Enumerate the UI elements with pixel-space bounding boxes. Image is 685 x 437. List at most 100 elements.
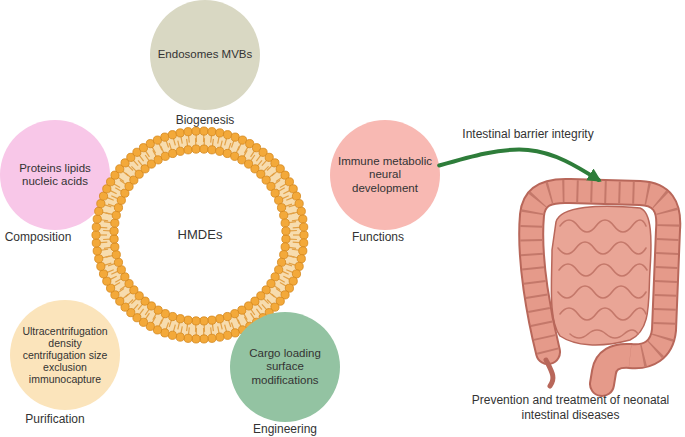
lipid-tail xyxy=(195,325,197,332)
lipid-tail xyxy=(100,227,107,229)
lipid-head xyxy=(93,247,101,255)
lipid-tail xyxy=(244,314,247,320)
lipid-tail xyxy=(293,227,300,229)
lipid-tail xyxy=(282,196,288,199)
lipid-head xyxy=(208,146,216,154)
lipid-tail xyxy=(174,139,176,146)
lipid-tail xyxy=(285,204,292,206)
lipid-tail xyxy=(229,320,231,327)
lipid-head xyxy=(208,128,216,136)
lipid-tail xyxy=(188,327,190,334)
lipid-tail xyxy=(280,283,286,287)
lipid-tail xyxy=(114,184,120,188)
lipid-head xyxy=(114,258,122,266)
lipid-tail xyxy=(166,141,168,148)
engineering-circle: Cargo loading surface modificationsEngin… xyxy=(230,312,340,422)
node-text: Cargo loading surface modifications xyxy=(230,312,340,422)
node-heading: Functions xyxy=(283,230,473,245)
lipid-head xyxy=(92,231,100,239)
lipid-tail xyxy=(264,166,269,171)
lipid-tail xyxy=(103,230,110,232)
lipid-head xyxy=(299,247,307,255)
lipid-head xyxy=(216,129,224,137)
lipid-tail xyxy=(210,136,212,143)
appendix xyxy=(546,360,553,386)
lipid-tail xyxy=(283,276,289,279)
lipid-head xyxy=(184,146,192,154)
lipid-head xyxy=(231,133,239,141)
lipid-tail xyxy=(114,283,120,287)
lipid-head xyxy=(112,211,120,219)
lipid-tail xyxy=(212,324,214,331)
lipid-tail xyxy=(133,304,138,309)
node-heading: Biogenesis xyxy=(110,113,300,128)
lipid-tail xyxy=(104,221,111,223)
lipid-head xyxy=(192,317,200,325)
lipid-tail xyxy=(103,239,110,241)
lipid-head xyxy=(161,133,169,141)
lipid-tail xyxy=(229,143,231,150)
lipid-tail xyxy=(120,286,126,290)
lipid-tail xyxy=(181,326,182,333)
intestine-loop xyxy=(558,242,646,254)
lipid-tail xyxy=(188,136,190,143)
topic-circle xyxy=(330,120,440,230)
lipid-head xyxy=(216,147,224,155)
lipid-head xyxy=(184,334,192,342)
lipid-head xyxy=(93,215,101,223)
lipid-tail xyxy=(286,270,292,273)
lipid-head xyxy=(277,204,285,212)
lipid-head xyxy=(300,231,308,239)
lipid-tail xyxy=(106,256,113,258)
lipid-head xyxy=(231,310,239,318)
lipid-tail xyxy=(110,276,116,279)
lipid-tail xyxy=(279,279,285,282)
curved-arrow xyxy=(439,150,598,180)
lipid-tail xyxy=(128,166,133,171)
purification-circle: Ultracentrifugation density centrifugati… xyxy=(10,300,120,410)
lipid-head xyxy=(300,239,308,247)
lipid-tail xyxy=(288,256,295,258)
lipid-tail xyxy=(139,155,143,161)
lipid-tail xyxy=(125,292,130,296)
lipid-head xyxy=(231,329,239,337)
node-heading: Purification xyxy=(0,412,150,427)
lipid-head xyxy=(297,255,305,263)
lipid-head xyxy=(280,211,288,219)
lipid-tail xyxy=(100,234,107,235)
lipid-tail xyxy=(161,146,164,152)
intestine-loops xyxy=(558,220,647,338)
lipid-head xyxy=(192,335,200,343)
lipid-tail xyxy=(221,141,223,148)
lipid-head xyxy=(208,316,216,324)
intestine-loop xyxy=(558,286,646,298)
lipid-head xyxy=(169,312,177,320)
lipid-head xyxy=(282,227,290,235)
lipid-tail xyxy=(264,299,269,304)
lipid-head xyxy=(216,315,224,323)
node-text: Endosomes MVBs xyxy=(150,0,260,110)
lipid-tail xyxy=(292,220,299,221)
lipid-tail xyxy=(236,317,239,323)
lipid-head xyxy=(299,215,307,223)
lipid-tail xyxy=(285,264,292,266)
lipid-tail xyxy=(231,323,233,330)
lipid-tail xyxy=(195,138,197,145)
lipid-tail xyxy=(274,180,280,184)
composition-circle: Proteins lipids nucleic acidsComposition xyxy=(0,120,110,230)
lipid-head xyxy=(95,207,103,215)
intestine-loop xyxy=(560,220,646,232)
lipid-tail xyxy=(236,146,239,152)
intestine-node: Prevention and treatment of neonatal int… xyxy=(515,180,680,385)
node-text: Ultracentrifugation density centrifugati… xyxy=(10,300,120,410)
lipid-head xyxy=(275,196,283,204)
lipid-tail xyxy=(251,309,255,315)
lipid-tail xyxy=(218,326,219,333)
lipid-head xyxy=(200,317,208,325)
lipid-tail xyxy=(212,139,214,146)
lipid-head xyxy=(300,223,308,231)
lipid-head xyxy=(184,316,192,324)
vesicle-bilayer: HMDEs xyxy=(90,125,310,345)
lipid-head xyxy=(277,258,285,266)
